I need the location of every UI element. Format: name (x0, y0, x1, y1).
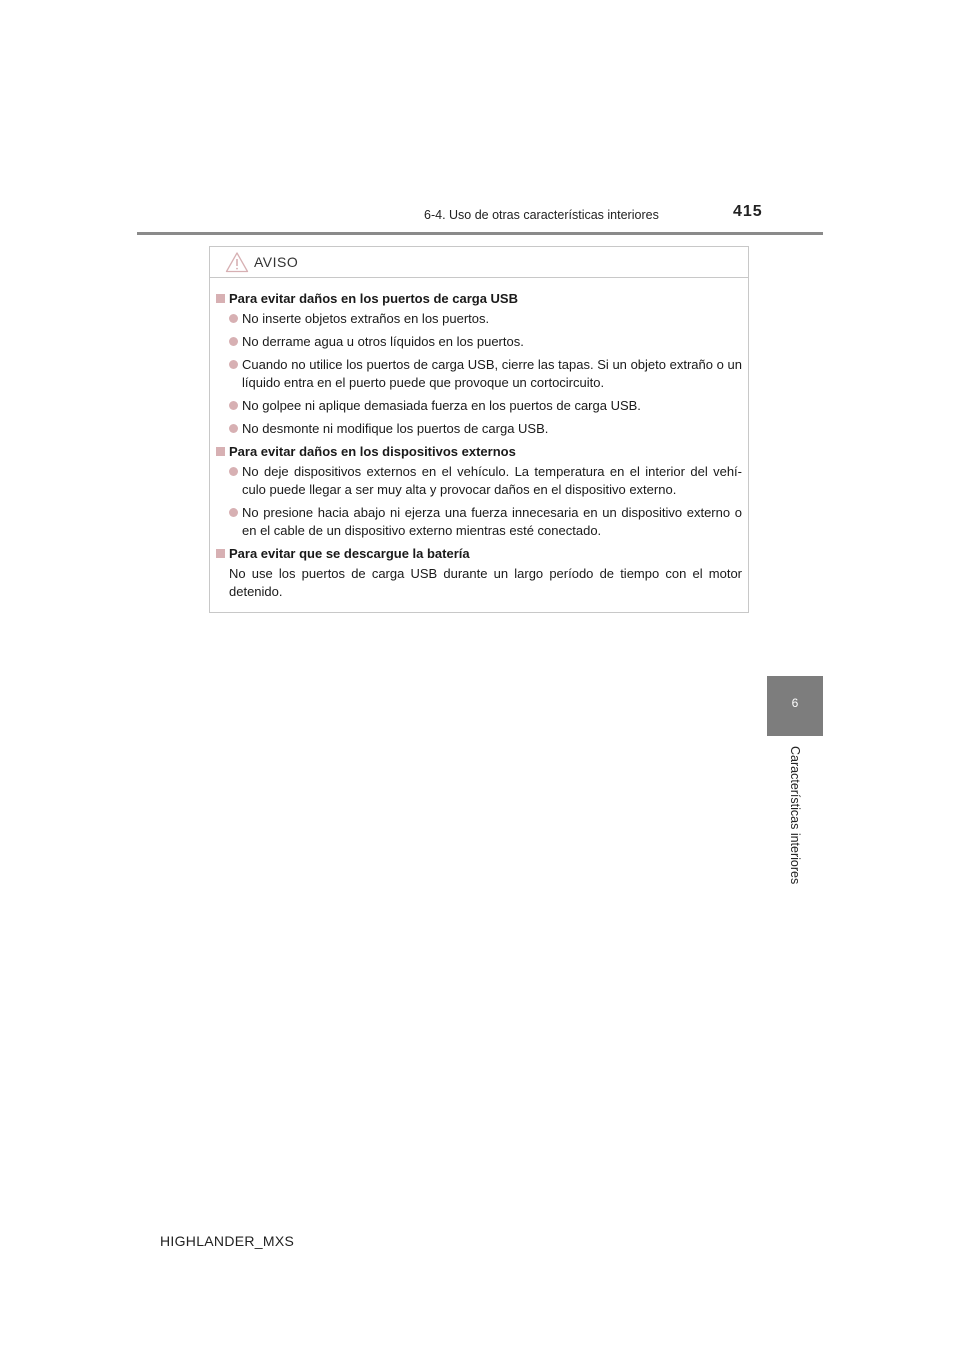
dot-bullet-icon (229, 337, 238, 346)
square-bullet-icon (216, 294, 225, 303)
list-item: No derrame agua u otros líquidos en los … (216, 333, 742, 351)
warning-box: AVISO Para evitar daños en los puertos d… (209, 246, 749, 613)
subheading-battery: Para evitar que se descargue la batería (216, 545, 742, 563)
list-item-text: Cuando no utilice los puertos de carga U… (242, 357, 742, 390)
chapter-label: Características interiores (788, 746, 804, 896)
list-item: No desmonte ni modifique los puertos de … (216, 420, 742, 438)
subheading-text: Para evitar daños en los dispositivos ex… (229, 444, 516, 459)
square-bullet-icon (216, 447, 225, 456)
list-item-text: No desmonte ni modifique los puertos de … (242, 421, 549, 436)
warning-header: AVISO (210, 247, 748, 278)
list-item-text: No inserte objetos extraños en los puert… (242, 311, 490, 326)
subheading-external-devices: Para evitar daños en los dispositivos ex… (216, 443, 742, 461)
list-item: No deje dispositivos externos en el vehí… (216, 463, 742, 499)
list-item-text: No golpee ni aplique demasiada fuerza en… (242, 398, 641, 413)
list-item: No inserte objetos extraños en los puert… (216, 310, 742, 328)
section-title: 6-4. Uso de otras características interi… (424, 208, 659, 222)
subheading-usb-ports: Para evitar daños en los puertos de carg… (216, 290, 742, 308)
footer-model: HIGHLANDER_MXS (160, 1233, 295, 1249)
dot-bullet-icon (229, 508, 238, 517)
list-item-text: No derrame agua u otros líquidos en los … (242, 334, 524, 349)
dot-bullet-icon (229, 314, 238, 323)
subheading-text: Para evitar que se descargue la batería (229, 546, 470, 561)
dot-bullet-icon (229, 467, 238, 476)
square-bullet-icon (216, 549, 225, 558)
warning-triangle-icon (225, 252, 249, 273)
chapter-number: 6 (791, 696, 799, 710)
warning-body: Para evitar daños en los puertos de carg… (216, 290, 742, 601)
list-item-text: No deje dispositivos externos en el vehí… (242, 464, 742, 497)
dot-bullet-icon (229, 424, 238, 433)
dot-bullet-icon (229, 401, 238, 410)
chapter-title: Características interiores (788, 746, 802, 885)
list-item-text: No presione hacia abajo ni ejerza una fu… (242, 505, 742, 538)
page-number: 415 (733, 203, 763, 220)
dot-bullet-icon (229, 360, 238, 369)
paragraph: No use los puertos de carga USB durante … (229, 566, 742, 599)
list-item: Cuando no utilice los puertos de carga U… (216, 356, 742, 392)
subheading-text: Para evitar daños en los puertos de carg… (229, 291, 518, 306)
list-item: No golpee ni aplique demasiada fuerza en… (216, 397, 742, 415)
header-rule (137, 232, 823, 235)
list-item: No presione hacia abajo ni ejerza una fu… (216, 504, 742, 540)
warning-title: AVISO (254, 254, 299, 270)
chapter-tab: 6 (767, 676, 823, 736)
